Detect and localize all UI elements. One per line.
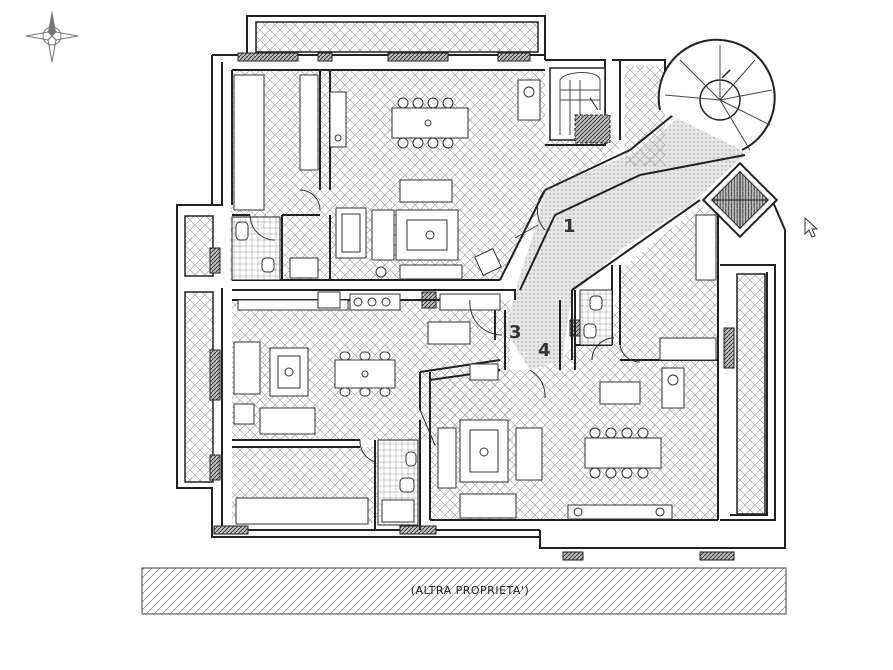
compass-north-icon bbox=[25, 10, 79, 63]
left-balcony-lower bbox=[184, 291, 214, 483]
left-balcony-upper bbox=[184, 215, 214, 277]
spiral-stair bbox=[657, 38, 776, 151]
upper-apartment-furniture bbox=[231, 74, 541, 281]
windows bbox=[209, 52, 735, 561]
unit-label-4: 4 bbox=[538, 340, 551, 361]
elevator-shaft bbox=[701, 161, 779, 239]
central-corridor bbox=[505, 100, 745, 370]
outer-walls bbox=[176, 15, 786, 549]
top-terrace bbox=[255, 21, 539, 53]
interior-walls bbox=[232, 70, 746, 530]
right-balcony bbox=[736, 273, 766, 515]
upper-apartment-floor bbox=[230, 70, 620, 280]
unit-label-3: 3 bbox=[509, 322, 522, 343]
other-property-label: (ALTRA PROPRIETA') bbox=[411, 584, 529, 597]
other-property-strip bbox=[141, 567, 787, 615]
unit-label-1: 1 bbox=[563, 216, 576, 237]
mouse-cursor-icon bbox=[804, 216, 819, 238]
right-apartment-furniture bbox=[437, 214, 717, 520]
doors bbox=[249, 189, 641, 463]
straight-stair bbox=[549, 67, 611, 144]
stair-landing bbox=[625, 66, 665, 166]
